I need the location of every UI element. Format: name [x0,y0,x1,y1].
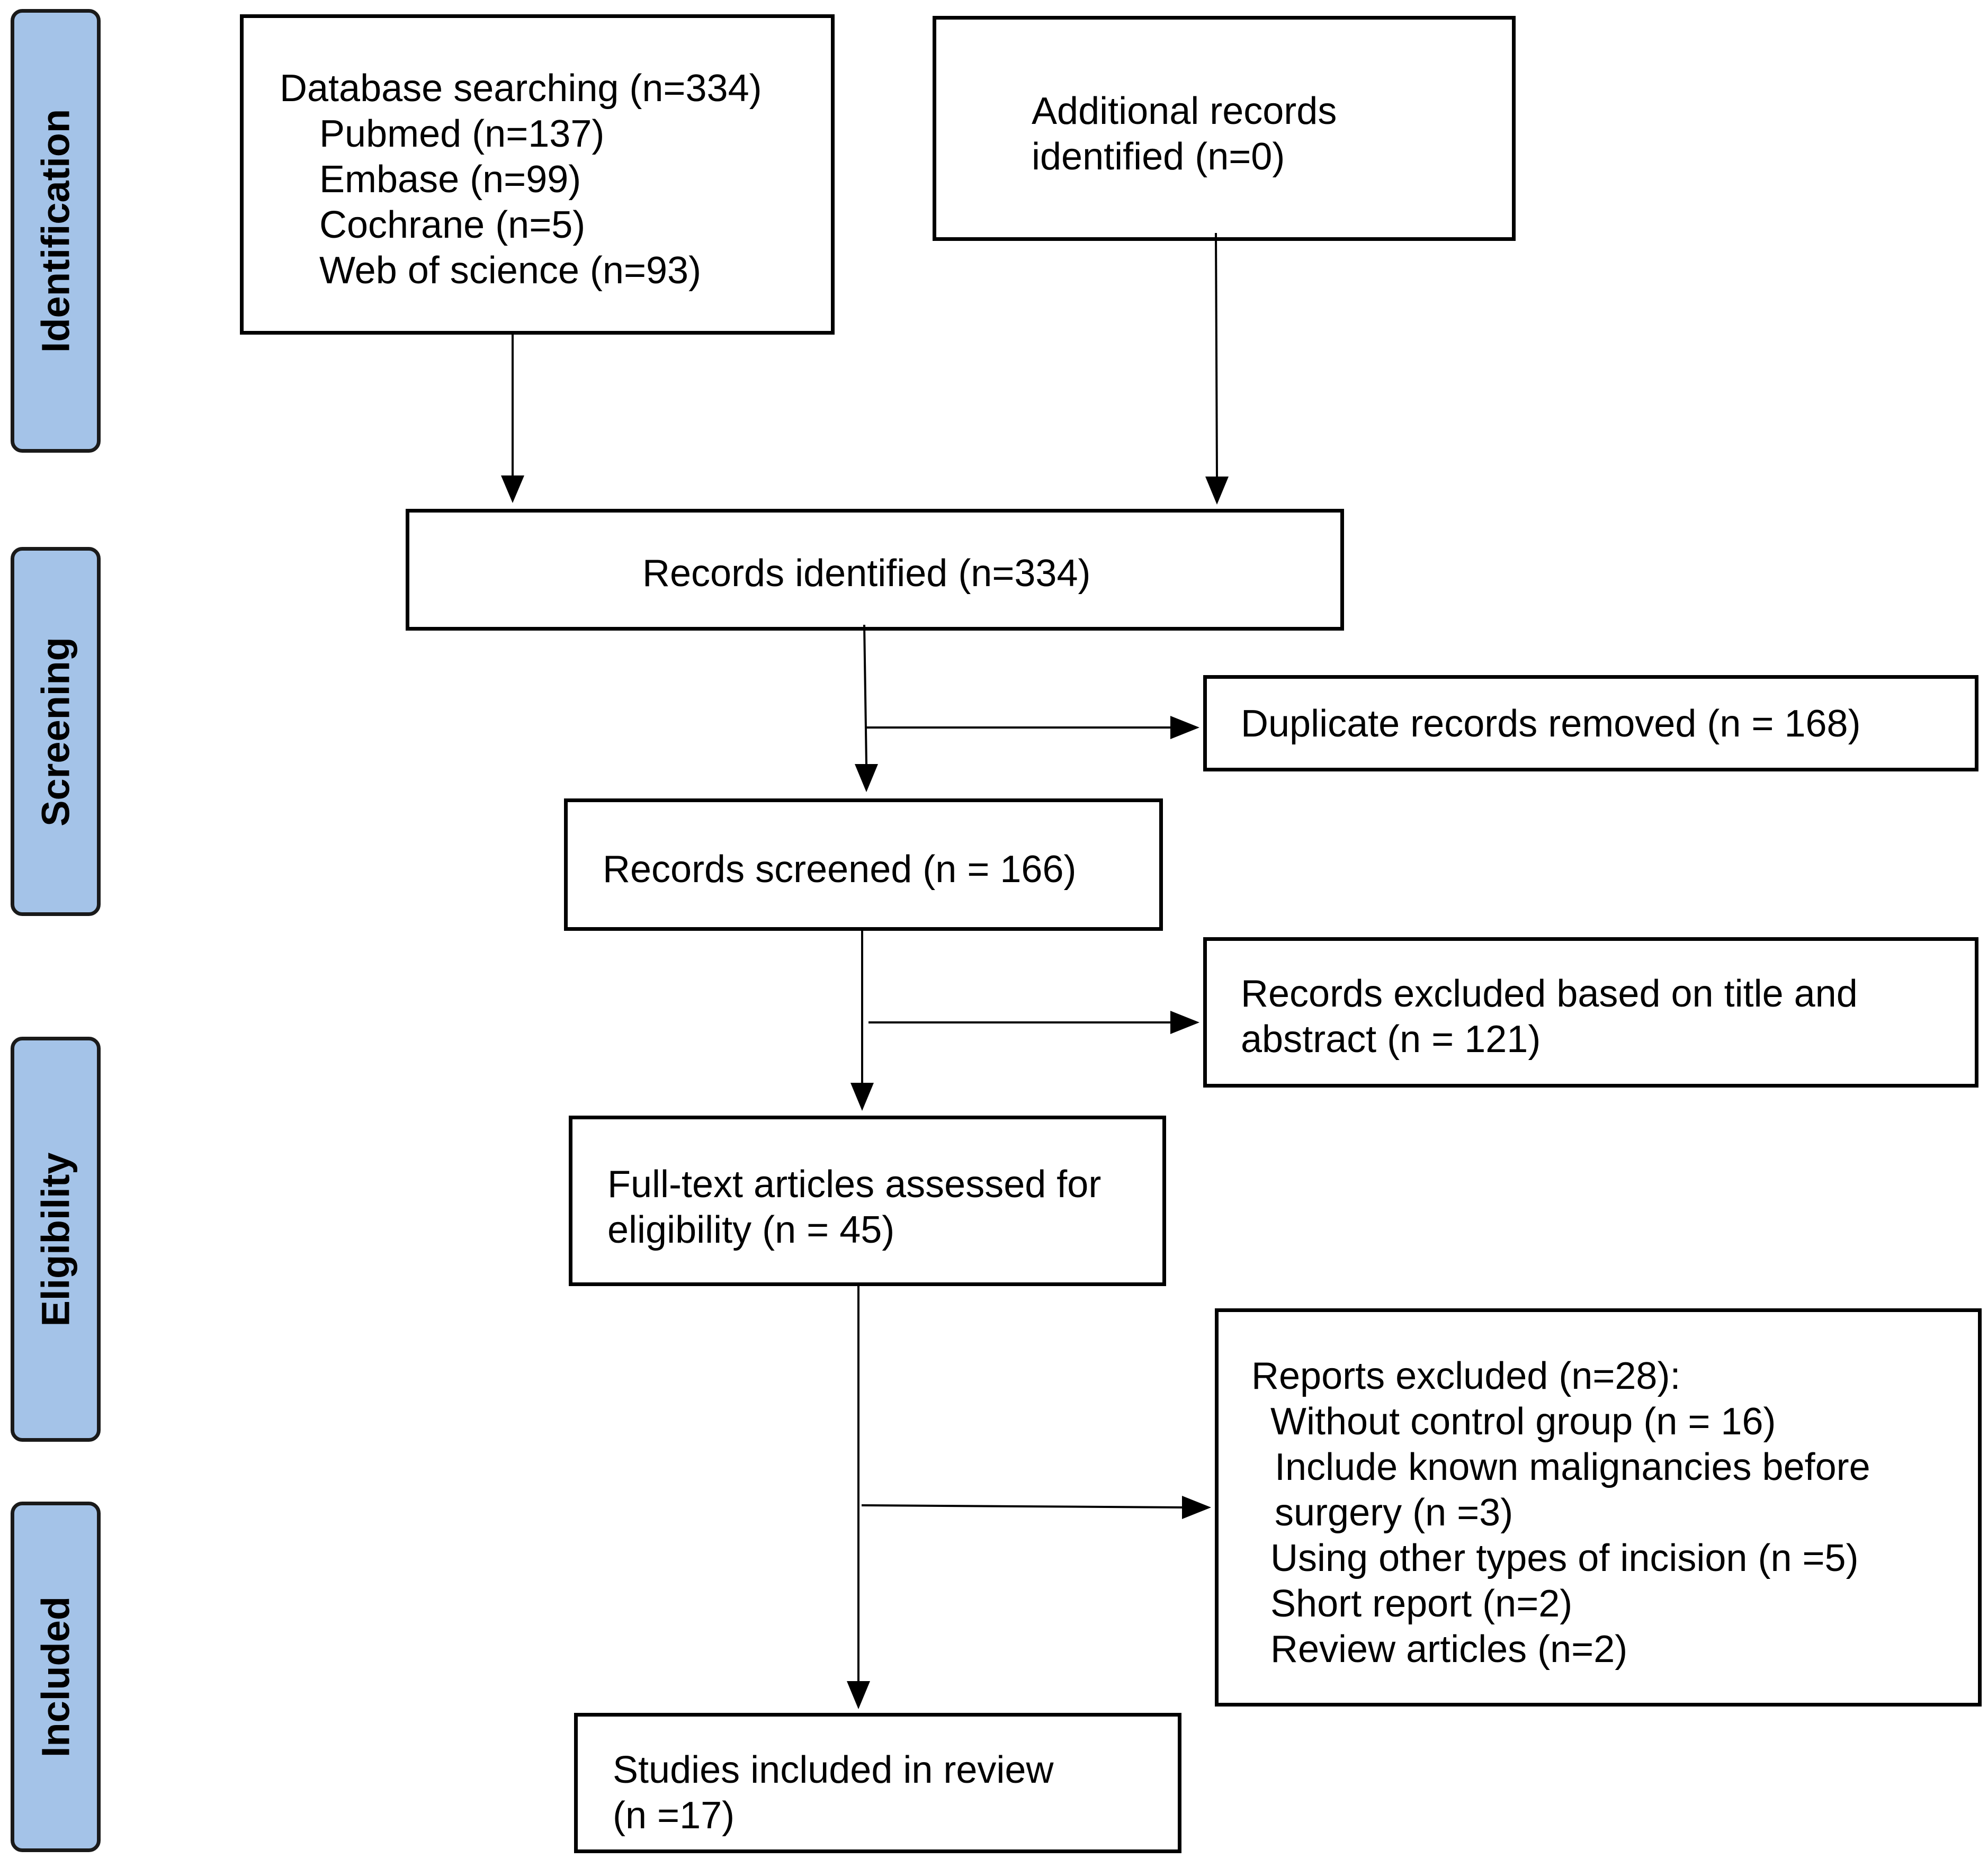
records-screened-box: Records screened (n = 166) [564,798,1163,931]
stage-screening: Screening [11,547,101,916]
arrowhead [850,1083,874,1111]
arrowhead [501,475,524,503]
stage-identification: Identification [11,9,101,453]
studies-included-box: Studies included in review (n =17) [574,1713,1181,1853]
exclusion-reason: Using other types of incision (n =5) [1270,1537,1859,1579]
records-screened-text: Records screened (n = 166) [603,848,1077,891]
database-search-title: Database searching (n=334) [280,67,762,110]
duplicates-removed-box: Duplicate records removed (n = 168) [1203,675,1978,771]
fulltext-assessed-box: Full-text articles assessed for eligibil… [569,1116,1166,1286]
additional-records-line-2: identified (n=0) [1032,136,1285,178]
studies-included-line-2: (n =17) [613,1794,735,1837]
exclusion-reason: Include known malignancies before [1275,1446,1870,1488]
records-identified-text: Records identified (n=334) [642,552,1091,595]
reports-excluded-title: Reports excluded (n=28): [1251,1355,1681,1397]
additional-records-line-1: Additional records [1032,90,1337,132]
arrowhead [847,1681,870,1709]
database-search-box: Database searching (n=334) Pubmed (n=137… [240,14,835,335]
records-excluded-line-2: abstract (n = 121) [1241,1018,1541,1061]
fulltext-assessed-line-2: eligibility (n = 45) [607,1209,895,1251]
exclusion-reason: Review articles (n=2) [1270,1628,1628,1671]
exclusion-reason: surgery (n =3) [1275,1492,1514,1534]
arrow-to-reports-excluded [861,1504,1183,1508]
source-pubmed: Pubmed (n=137) [319,113,605,155]
stage-included: Included [11,1502,101,1852]
exclusion-reason: Short report (n=2) [1270,1583,1573,1625]
arrow-additional-to-identified [1215,232,1218,477]
fulltext-assessed-line-1: Full-text articles assessed for [607,1163,1102,1206]
additional-records-box: Additional records identified (n=0) [933,16,1516,241]
reports-excluded-box: Reports excluded (n=28): Without control… [1215,1308,1982,1707]
arrowhead [855,764,878,792]
stage-eligibility: Eligibility [11,1037,101,1442]
arrow-identified-to-screened [863,624,867,765]
records-excluded-line-1: Records excluded based on title and [1241,973,1858,1015]
records-excluded-box: Records excluded based on title and abst… [1203,937,1978,1088]
arrowhead [1170,1011,1199,1034]
arrowhead [1170,716,1199,739]
source-web-of-science: Web of science (n=93) [319,249,702,292]
records-identified-box: Records identified (n=334) [406,509,1344,631]
source-cochrane: Cochrane (n=5) [319,204,586,246]
exclusion-reason: Without control group (n = 16) [1270,1400,1776,1443]
arrowhead [1182,1496,1211,1519]
studies-included-line-1: Studies included in review [613,1749,1054,1791]
source-embase: Embase (n=99) [319,158,581,201]
arrowhead [1205,477,1229,505]
duplicates-removed-text: Duplicate records removed (n = 168) [1241,703,1861,745]
